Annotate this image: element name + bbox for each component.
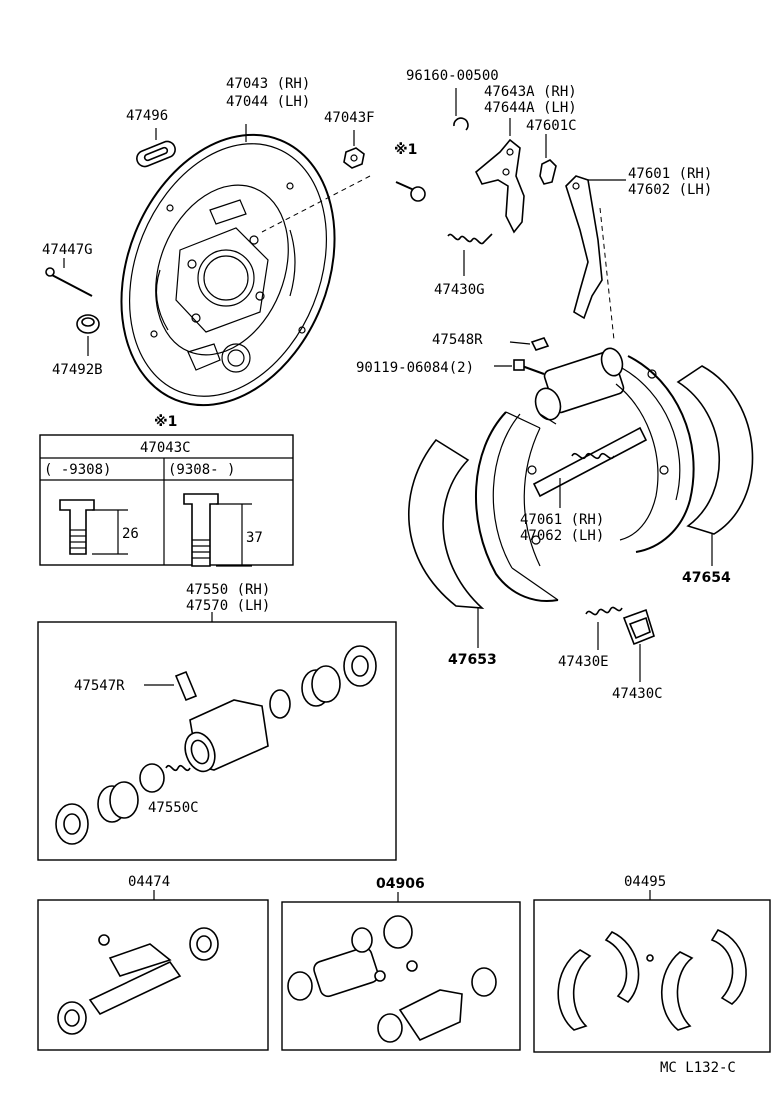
shoe-left-assembly bbox=[475, 411, 559, 602]
table-col2-header: (9308- ) bbox=[168, 462, 235, 478]
label-ref1-table: ※1 bbox=[154, 414, 177, 430]
label-47643A: 47643A (RH) bbox=[484, 84, 577, 100]
spring-47430G bbox=[447, 233, 493, 276]
cylinder-parts-left bbox=[55, 763, 191, 845]
label-47601C: 47601C bbox=[526, 118, 577, 134]
bolt-ref1 bbox=[261, 175, 426, 233]
table-col1-dim: 26 bbox=[122, 526, 139, 542]
wheel-cylinder-mounted bbox=[534, 347, 625, 425]
label-96160: 96160-00500 bbox=[406, 68, 499, 84]
label-47548R: 47548R bbox=[432, 332, 483, 348]
wheel-cylinder-body bbox=[184, 699, 269, 773]
label-47601: 47601 (RH) bbox=[628, 166, 712, 182]
label-47043F: 47043F bbox=[324, 110, 375, 126]
table-col1-header: ( -9308) bbox=[44, 462, 111, 478]
label-04474: 04474 bbox=[128, 874, 170, 890]
table-col2-dim: 37 bbox=[246, 530, 263, 546]
bleeder-47548R bbox=[509, 337, 550, 351]
label-47430G: 47430G bbox=[434, 282, 485, 298]
cup-47492B bbox=[76, 314, 100, 356]
nut-47043F bbox=[343, 130, 365, 169]
bolt-table bbox=[39, 434, 294, 567]
label-47044: 47044 (LH) bbox=[226, 94, 310, 110]
cylinder-parts-right bbox=[269, 645, 377, 719]
plug-47496 bbox=[136, 128, 176, 168]
clip-47430C bbox=[622, 608, 655, 682]
label-47547R: 47547R bbox=[74, 678, 125, 694]
lever-47643A bbox=[475, 118, 525, 234]
kit-04906 bbox=[281, 892, 521, 1051]
label-04906: 04906 bbox=[376, 876, 425, 892]
clip-47601C bbox=[539, 134, 557, 185]
label-90119: 90119-06084(2) bbox=[356, 360, 474, 376]
pin-47447G bbox=[45, 258, 93, 297]
kit-04495 bbox=[533, 890, 771, 1053]
footer-code: MC L132-C bbox=[660, 1060, 736, 1076]
label-47570: 47570 (LH) bbox=[186, 598, 270, 614]
label-47061: 47061 (RH) bbox=[520, 512, 604, 528]
adjuster-47061 bbox=[532, 426, 648, 508]
lining-47654 bbox=[676, 365, 754, 566]
label-47447G: 47447G bbox=[42, 242, 93, 258]
label-ref1-top: ※1 bbox=[394, 142, 417, 158]
label-04495: 04495 bbox=[624, 874, 666, 890]
label-47062: 47062 (LH) bbox=[520, 528, 604, 544]
table-part-number: 47043C bbox=[140, 440, 191, 456]
label-47654: 47654 bbox=[682, 570, 731, 586]
bleeder-47547R bbox=[144, 670, 198, 702]
label-47602: 47602 (LH) bbox=[628, 182, 712, 198]
label-47550C: 47550C bbox=[148, 800, 199, 816]
shoe-right-assembly bbox=[615, 355, 695, 553]
spring-47430E bbox=[585, 606, 623, 650]
label-47430C: 47430C bbox=[612, 686, 663, 702]
label-47550: 47550 (RH) bbox=[186, 582, 270, 598]
label-47043: 47043 (RH) bbox=[226, 76, 310, 92]
label-47430E: 47430E bbox=[558, 654, 609, 670]
label-47644A: 47644A (LH) bbox=[484, 100, 577, 116]
label-47653: 47653 bbox=[448, 652, 497, 668]
label-47492B: 47492B bbox=[52, 362, 103, 378]
kit-04474 bbox=[37, 890, 269, 1051]
strut-47601 bbox=[565, 175, 626, 341]
bolt-90119 bbox=[494, 359, 545, 375]
wheel-cylinder-box bbox=[37, 612, 397, 861]
backing-plate bbox=[120, 124, 336, 407]
lining-47653 bbox=[408, 438, 485, 648]
label-47496: 47496 bbox=[126, 108, 168, 124]
e-ring-96160 bbox=[453, 88, 469, 131]
